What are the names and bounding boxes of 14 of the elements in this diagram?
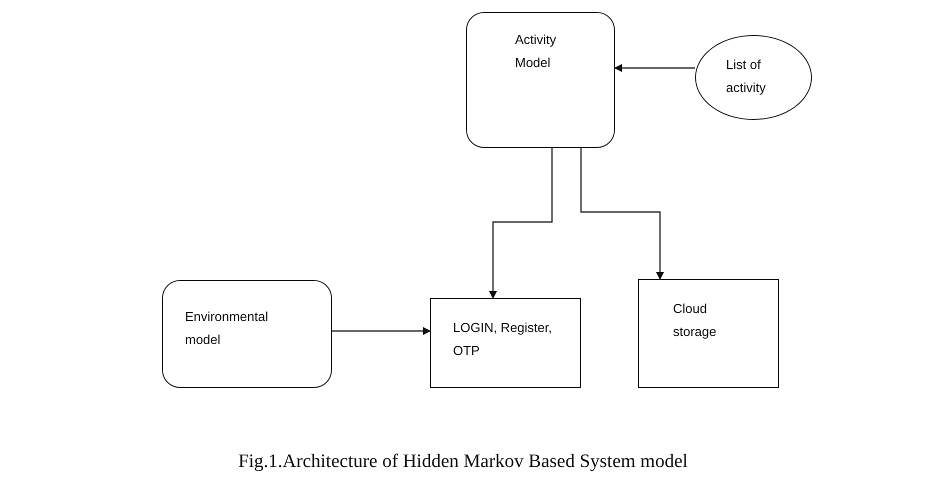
arrow	[614, 64, 695, 72]
node-label: Cloud storage	[673, 300, 718, 341]
process-box	[430, 298, 581, 388]
arrow	[489, 148, 553, 299]
arrow	[332, 327, 431, 335]
node-label: Activity Model	[515, 31, 558, 72]
caption: Fig.1.Architecture of Hidden Markov Based System model	[237, 450, 689, 474]
node-label: LOGIN, Register, OTP	[453, 319, 553, 360]
node-label: Environmental model	[185, 308, 270, 349]
arrow	[580, 148, 664, 280]
node-label: List of activity	[726, 56, 767, 97]
process-box	[638, 279, 779, 388]
process-box	[466, 12, 615, 148]
process-box	[162, 280, 332, 388]
